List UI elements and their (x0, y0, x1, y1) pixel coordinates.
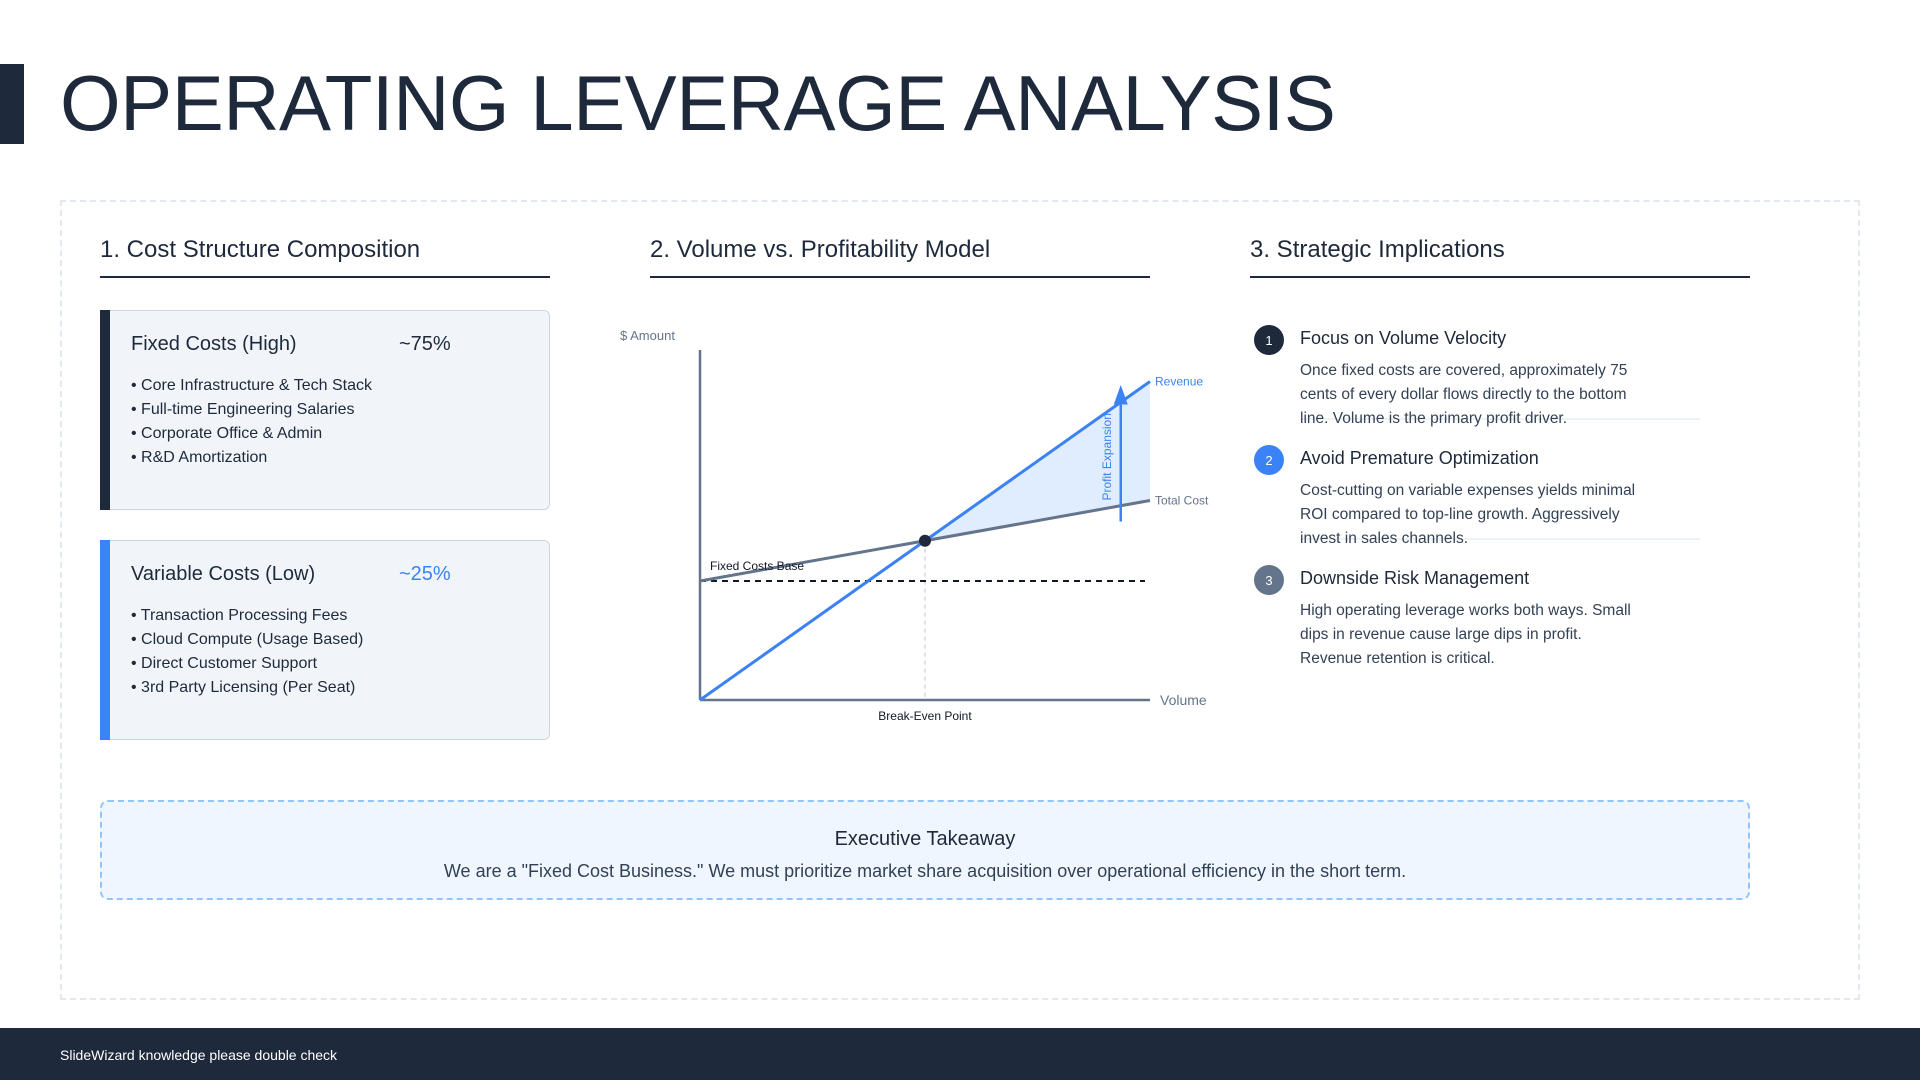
fixed-costs-bar (100, 310, 110, 510)
revenue-label: Revenue (1155, 375, 1203, 389)
divider (1300, 418, 1700, 420)
variable-costs-bar (100, 540, 110, 740)
divider (1300, 538, 1700, 540)
variable-costs-share: ~25% (399, 563, 451, 585)
implication-body: Once fixed costs are covered, approximat… (1300, 362, 1628, 427)
page-title: OPERATING LEVERAGE ANALYSIS (60, 59, 1336, 147)
profit-expansion-label: Profit Expansion (1100, 413, 1114, 500)
list-item: • Direct Customer Support (131, 655, 318, 672)
step-number-badge: 2 (1254, 445, 1284, 475)
profit-arrow-head (1113, 385, 1128, 405)
list-item: • Core Infrastructure & Tech Stack (131, 377, 372, 394)
title-accent-bar (0, 64, 24, 144)
variable-costs-label: Variable Costs (Low) (131, 563, 316, 585)
fixed-costs-label: Fixed Costs (High) (131, 333, 297, 355)
section-heading-cost-structure: 1. Cost Structure Composition (100, 236, 550, 278)
x-axis-label: Volume (1160, 692, 1207, 708)
implication-title: Focus on Volume Velocity (1300, 328, 1507, 348)
section-heading-implications: 3. Strategic Implications (1250, 236, 1750, 278)
fixed-costs-card: Fixed Costs (High) ~75% • Core Infrastruc… (100, 310, 550, 510)
takeaway-title: Executive Takeaway (834, 828, 1016, 850)
list-item: • 3rd Party Licensing (Per Seat) (131, 679, 356, 696)
y-axis-label: $ Amount (620, 328, 675, 343)
content-frame (60, 200, 1860, 1000)
step-number-badge: 1 (1254, 325, 1284, 355)
implication-title: Downside Risk Management (1300, 568, 1530, 588)
list-item: • Full-time Engineering Salaries (131, 401, 355, 418)
fixed-cost-label: Fixed Costs Base (710, 559, 804, 573)
implication-body: Cost-cutting on variable expenses yields… (1300, 482, 1636, 547)
footer-text: SlideWizard knowledge please double chec… (60, 1047, 338, 1063)
break-even-point (919, 534, 931, 547)
list-item: • Transaction Processing Fees (131, 607, 348, 624)
list-item: • R&D Amortization (131, 449, 268, 466)
fixed-costs-share: ~75% (399, 333, 451, 355)
total-cost-label: Total Cost (1155, 494, 1209, 508)
step-number-badge: 3 (1254, 565, 1284, 595)
implication-body: High operating leverage works both ways.… (1300, 602, 1631, 667)
list-item: • Cloud Compute (Usage Based) (131, 631, 364, 648)
section-heading-model: 2. Volume vs. Profitability Model (650, 236, 1150, 278)
variable-costs-card: Variable Costs (Low) ~25% • Transaction P… (100, 540, 550, 740)
implication-title: Avoid Premature Optimization (1300, 448, 1539, 468)
takeaway-body: We are a "Fixed Cost Business." We must … (443, 861, 1407, 881)
footer: SlideWizard knowledge please double chec… (0, 1028, 1920, 1080)
break-even-label: Break-Even Point (878, 709, 972, 723)
list-item: • Corporate Office & Admin (131, 425, 323, 442)
executive-takeaway: Executive Takeaway We are a "Fixed Cost … (100, 800, 1750, 900)
